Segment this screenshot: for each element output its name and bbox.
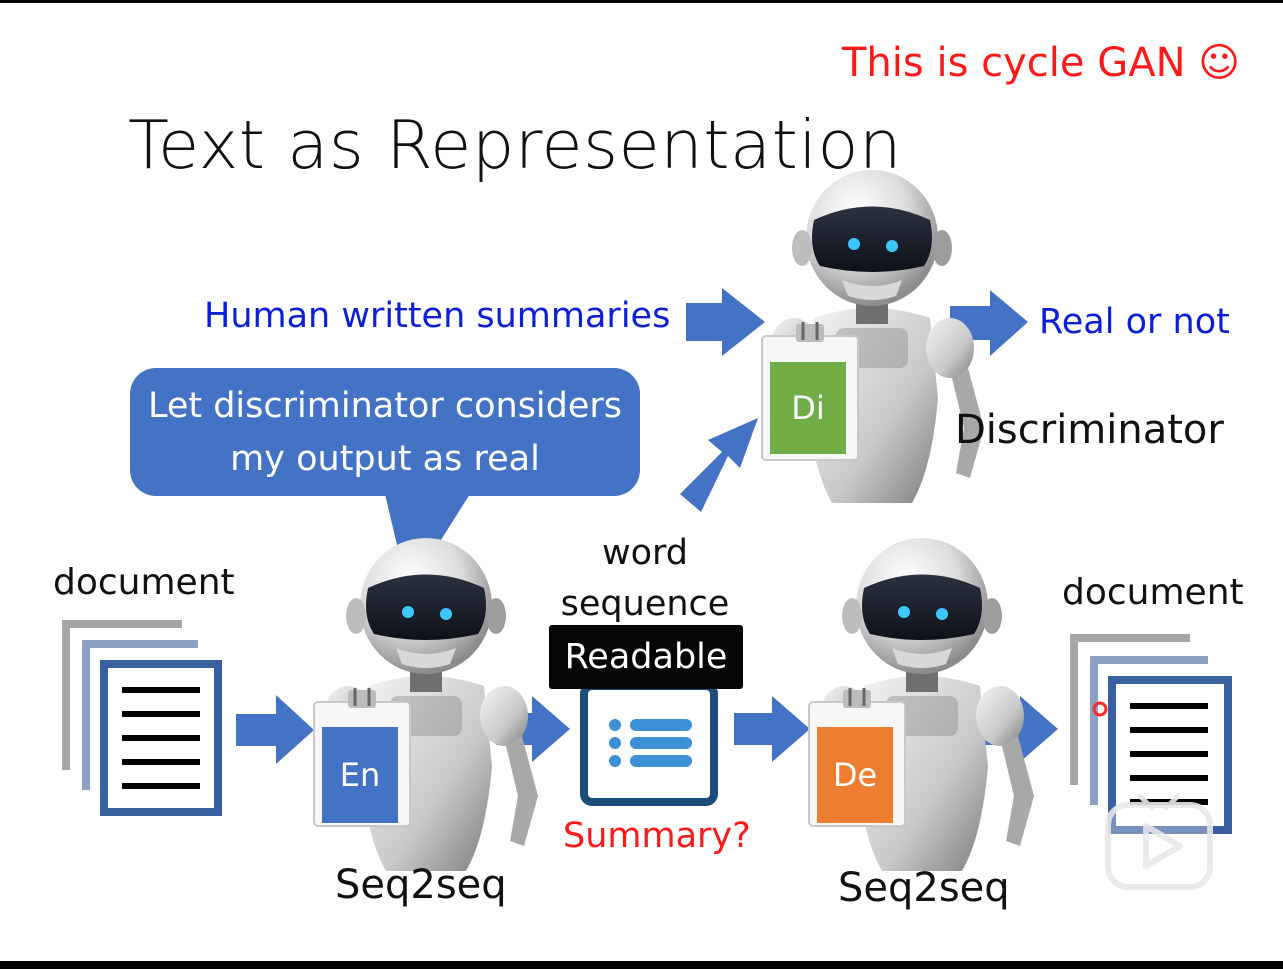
badge-discriminator <box>770 362 846 454</box>
bottom-letterbox <box>0 961 1283 969</box>
seq2seq-label-encoder: Seq2seq <box>335 862 507 908</box>
discriminator-label: Discriminator <box>955 407 1224 453</box>
badge-decoder <box>817 727 893 823</box>
readable-tag: Readable <box>549 625 743 689</box>
document-label-left: document <box>53 562 235 603</box>
badge-decoder-label: De <box>832 756 878 794</box>
top-letterbox <box>0 0 1283 3</box>
play-icon <box>1105 793 1213 890</box>
human-written-label: Human written summaries <box>204 296 671 336</box>
badge-discriminator-label: Di <box>791 389 825 427</box>
badge-encoder <box>322 727 398 823</box>
document-stack-icon-left <box>62 620 222 816</box>
real-or-not-label: Real or not <box>1039 302 1230 342</box>
slide-title: Text as Representation <box>128 106 902 184</box>
cycle-gan-note: This is cycle GAN ☺ <box>842 40 1240 86</box>
arrow-seq-to-disc <box>680 418 758 512</box>
summary-list-icon <box>580 682 718 806</box>
arrow-en-to-summary <box>496 696 570 762</box>
speech-bubble-text: Let discriminator considers my output as… <box>147 386 623 479</box>
badge-encoder-label: En <box>339 756 381 794</box>
arrow-summary-to-de <box>734 696 810 762</box>
arrow-human-to-disc <box>686 288 765 356</box>
document-label-right: document <box>1062 572 1244 613</box>
seq2seq-label-decoder: Seq2seq <box>838 865 1010 911</box>
document-stack-icon-right <box>1070 634 1232 834</box>
summary-question-label: Summary? <box>563 816 751 856</box>
word-sequence-label: word sequence <box>560 533 730 624</box>
arrow-doc-to-en <box>236 695 314 764</box>
